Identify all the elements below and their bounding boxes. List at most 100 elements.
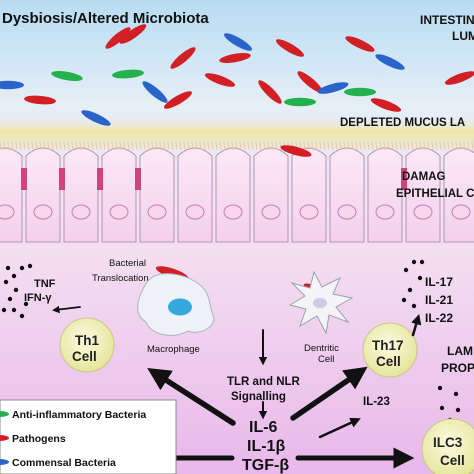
cytokine-dot <box>417 275 423 281</box>
microvillus <box>379 141 382 151</box>
microvillus <box>263 141 266 151</box>
pathogen-bacterium <box>119 24 147 44</box>
microvillus <box>235 141 238 151</box>
microvillus <box>95 141 98 151</box>
legend-label-commensal: Commensal Bacteria <box>12 457 116 469</box>
microvillus <box>179 141 182 151</box>
pathogen-bacterium <box>163 91 193 109</box>
microvillus <box>383 141 386 151</box>
microvillus <box>259 141 262 151</box>
macrophage-label: Macrophage <box>147 344 200 355</box>
microvillus <box>319 141 322 151</box>
cytokine-dot <box>419 259 425 265</box>
microvillus <box>91 141 94 151</box>
microvillus <box>343 141 346 151</box>
microvillus <box>327 141 330 151</box>
epithelial-nucleus <box>71 204 91 220</box>
epithelial-nucleus <box>223 204 243 220</box>
microvillus <box>63 141 66 151</box>
microvillus <box>307 141 310 151</box>
microvillus <box>223 141 226 151</box>
diagram-title: Dysbiosis/Altered Microbiota <box>2 10 209 27</box>
cytokine-dot <box>401 297 407 303</box>
microvillus <box>75 141 78 151</box>
commensal-bacterium <box>81 110 111 126</box>
microvillus <box>355 141 358 151</box>
microvillus <box>183 141 186 151</box>
lamina-label-line2: PROP <box>441 361 474 375</box>
cytokine-dot <box>7 296 13 302</box>
microvillus <box>83 141 86 151</box>
microvillus <box>415 141 418 151</box>
cytokine-dot <box>403 267 409 273</box>
microvillus <box>211 141 214 151</box>
microvillus <box>275 141 278 151</box>
anti-inflammatory-bacterium <box>284 97 316 107</box>
microvillus <box>371 141 374 151</box>
microvillus <box>59 141 62 151</box>
legend-swatch-pathogens <box>0 435 9 441</box>
microvillus <box>255 141 258 151</box>
microvillus <box>247 141 250 151</box>
arrow-th17-to-il17 <box>411 313 422 337</box>
cytokine-dot <box>411 259 417 265</box>
microvillus <box>399 141 402 151</box>
anti-inflammatory-bacterium <box>112 69 144 79</box>
pathogen-bacterium <box>280 145 312 157</box>
microvillus <box>39 141 42 151</box>
ilc3-cell <box>421 418 474 474</box>
epithelial-cell <box>443 147 474 243</box>
pathogen-bacterium <box>297 71 323 93</box>
th17-label-line2: Cell <box>376 354 401 369</box>
il17-label: IL-17 <box>425 275 453 289</box>
epithelial-nucleus <box>109 204 129 220</box>
microvillus <box>139 141 142 151</box>
microvillus <box>175 141 178 151</box>
commensal-bacterium <box>0 80 24 90</box>
epithelial-nucleus <box>147 204 167 220</box>
microvillus <box>107 141 110 151</box>
mucus-layer <box>0 118 474 148</box>
lumen-label-line1: INTESTIN <box>420 13 474 27</box>
cytokine-dot <box>437 385 443 391</box>
pathogen-bacterium <box>258 80 282 104</box>
microvillus <box>271 141 274 151</box>
microvillus <box>367 141 370 151</box>
microvillus <box>447 141 450 151</box>
signalling-label-line1: TLR and NLR <box>227 376 301 388</box>
th1-cell <box>59 317 115 373</box>
epithelial-cell <box>291 147 327 243</box>
th17-cell <box>362 322 418 378</box>
bacteria-group <box>0 24 474 157</box>
tight-junction <box>59 168 65 190</box>
epithelial-cell <box>215 147 251 243</box>
microvillus <box>231 141 234 151</box>
pathogen-bacterium <box>204 73 236 87</box>
epithelial-cell <box>101 147 137 243</box>
epithelial-cell <box>63 147 99 243</box>
microvillus <box>375 141 378 151</box>
microvillus <box>31 141 34 151</box>
macrophage-nucleus <box>168 298 192 316</box>
cytokine-dot <box>11 273 17 279</box>
microvillus <box>55 141 58 151</box>
microvillus <box>99 141 102 151</box>
legend-swatch-anti-inflammatory <box>0 411 9 417</box>
microvillus <box>115 141 118 151</box>
arrow-to-th1 <box>147 368 236 426</box>
epithelial-cell <box>329 147 365 243</box>
microvillus <box>171 141 174 151</box>
microvillus <box>391 141 394 151</box>
pathogen-bacterium <box>219 53 251 63</box>
microvillus <box>279 141 282 151</box>
microvillus <box>207 141 210 151</box>
th17-label-line1: Th17 <box>372 338 404 353</box>
cytokine-dot <box>19 265 25 271</box>
microvillus <box>23 141 26 151</box>
tight-junction <box>21 168 27 190</box>
microvillus <box>431 141 434 151</box>
legend-swatch-commensal <box>0 459 9 465</box>
pathogen-bacterium <box>370 98 402 112</box>
microvillus <box>403 141 406 151</box>
